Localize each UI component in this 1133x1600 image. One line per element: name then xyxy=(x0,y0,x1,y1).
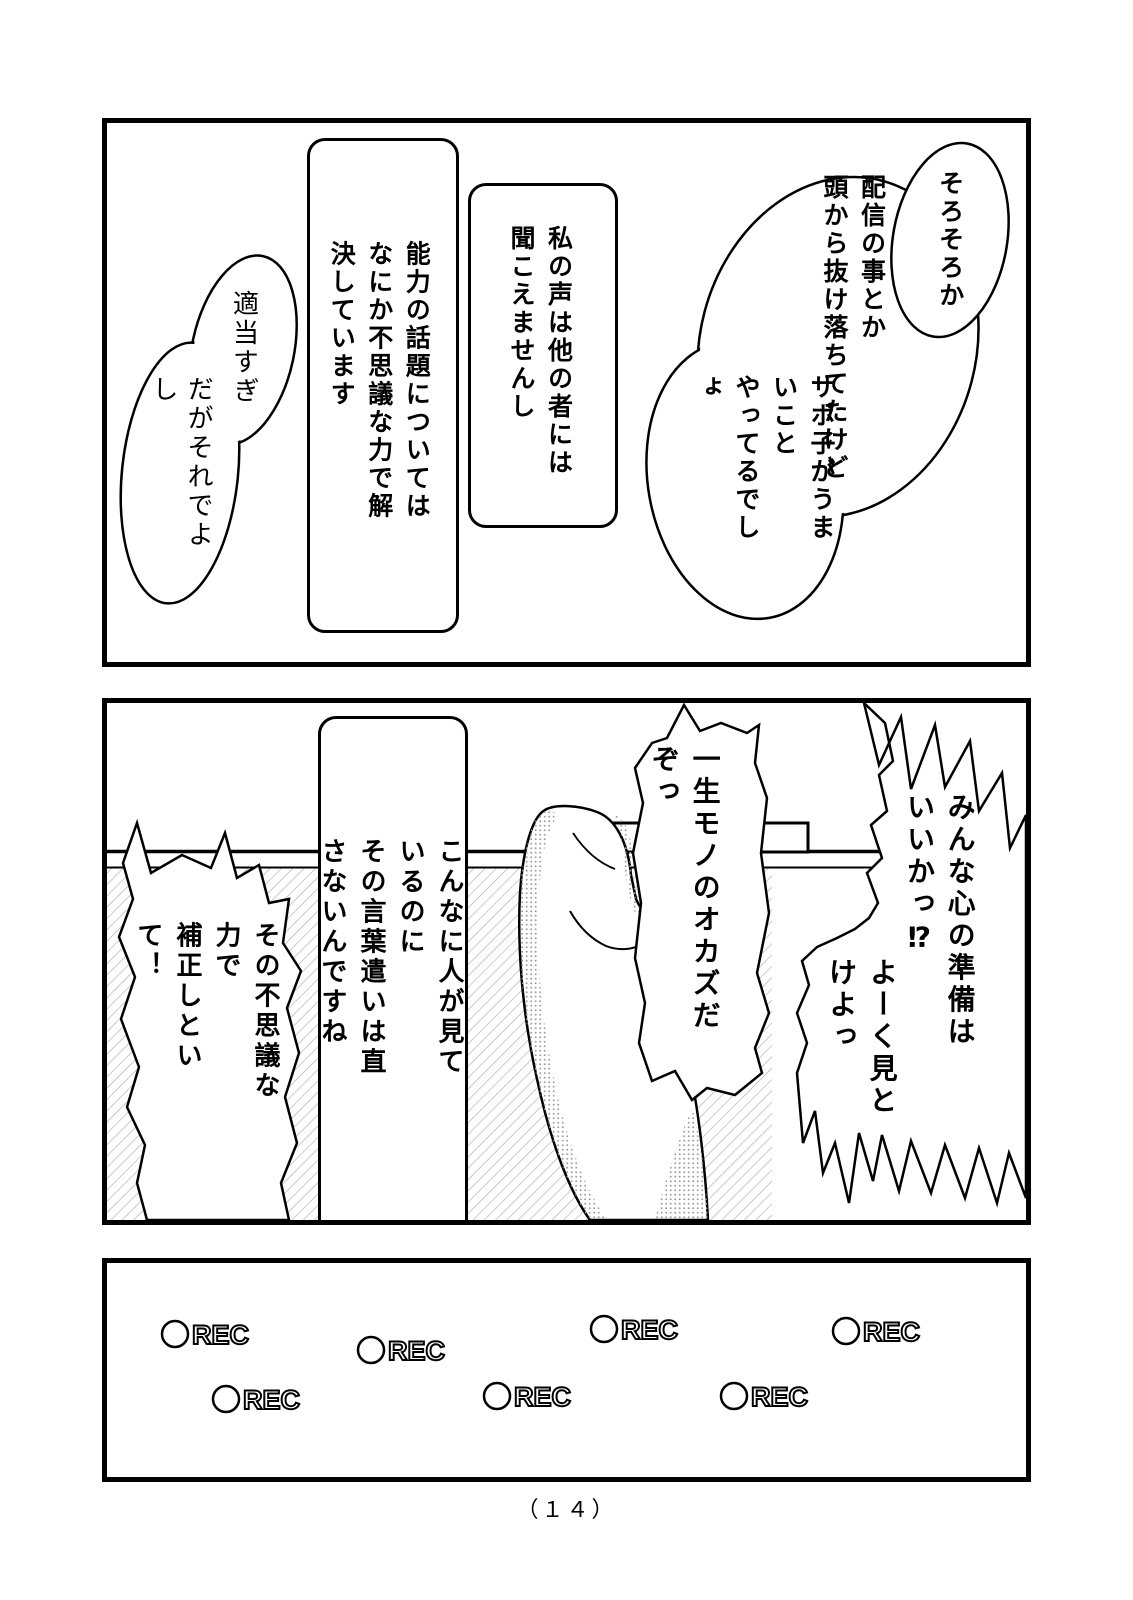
rec-label: REC xyxy=(863,1317,920,1347)
speech-text-watashi: 私の声は他の者には 聞こえませんし xyxy=(507,225,574,477)
speech-text-daga: だがそれでよし xyxy=(148,375,214,550)
speech-text-okazu: 一生モノのオカズだぞっ xyxy=(648,744,722,1033)
speech-bubble-konna xyxy=(318,716,468,1220)
speech-bubble-okazu xyxy=(631,703,771,1102)
rec-circle-icon xyxy=(482,1381,512,1411)
finger-fold-line xyxy=(569,910,645,951)
speech-bubble-nouryoku xyxy=(307,138,459,633)
speech-bubble-sorosoro xyxy=(890,141,1010,339)
speech-bubble-hosei xyxy=(117,818,303,1220)
speech-text-hosei: その不思議な力で 補正しといて！ xyxy=(133,921,280,1102)
rec-label: REC xyxy=(243,1385,300,1415)
speech-bubble-watashi xyxy=(468,183,618,528)
speech-text-tekitou: 適当すぎ xyxy=(228,290,259,406)
rec-circle-icon xyxy=(719,1381,749,1411)
speech-text-konna: こんなに人が見ているのに その言葉遣いは直さないんですね xyxy=(317,837,464,1078)
panel-1: そろそろか 配信の事とか 頭から抜け落ちてたけど サポ子がうまいこと やってるで… xyxy=(102,118,1031,667)
rec-label: REC xyxy=(621,1315,678,1345)
page-number: （１４） xyxy=(516,1498,617,1523)
hand-tone-thumb xyxy=(615,815,647,929)
speech-text-nouryoku: 能力の話題については なにか不思議な力で解決しています xyxy=(327,240,432,521)
hand-tone-left xyxy=(519,810,607,1220)
speech-text-sapoko: サポ子がうまいこと やってるでしょ xyxy=(694,374,837,542)
rec-badge: REC xyxy=(719,1381,809,1413)
finger-line xyxy=(572,832,616,870)
rec-badge: REC xyxy=(211,1384,301,1416)
rec-badge: REC xyxy=(160,1319,250,1351)
speech-text-yoku: よーく見とけよっ xyxy=(825,957,899,1118)
panel-2: みんな心の準備はいいかっ⁉ よーく見とけよっ 一生モノのオカズだぞっ こんなに人… xyxy=(102,698,1031,1225)
rec-circle-icon xyxy=(356,1335,386,1365)
rec-badge: REC xyxy=(356,1335,446,1367)
speech-bubble-minna xyxy=(795,703,1026,1208)
rec-indicators: REC REC REC REC REC REC xyxy=(160,1314,921,1416)
speech-text-sorosoro: そろそろか xyxy=(935,170,965,310)
rec-circle-icon xyxy=(211,1384,241,1414)
rec-badge: REC xyxy=(831,1316,921,1348)
panel-3: REC REC REC REC REC REC xyxy=(102,1258,1031,1482)
rec-label: REC xyxy=(388,1336,445,1366)
rec-badge: REC xyxy=(482,1381,572,1413)
rec-circle-icon xyxy=(831,1316,861,1346)
rec-circle-icon xyxy=(160,1319,190,1349)
rec-label: REC xyxy=(192,1320,249,1350)
speech-text-minna: みんな心の準備はいいかっ⁉ xyxy=(903,792,977,1049)
hand-illustration xyxy=(518,804,729,1220)
speech-bubble-tekitou-blob xyxy=(119,254,298,605)
rec-label: REC xyxy=(751,1382,808,1412)
speech-text-haishin: 配信の事とか 頭から抜け落ちてたけど xyxy=(820,174,887,482)
panel1-bubble-shapes xyxy=(119,141,1010,621)
panel2-bubble-shapes xyxy=(117,703,1026,1220)
hand-tone-wrist xyxy=(655,1108,708,1220)
rec-label: REC xyxy=(514,1382,571,1412)
rec-circle-icon xyxy=(589,1314,619,1344)
rec-badge: REC xyxy=(589,1314,679,1346)
